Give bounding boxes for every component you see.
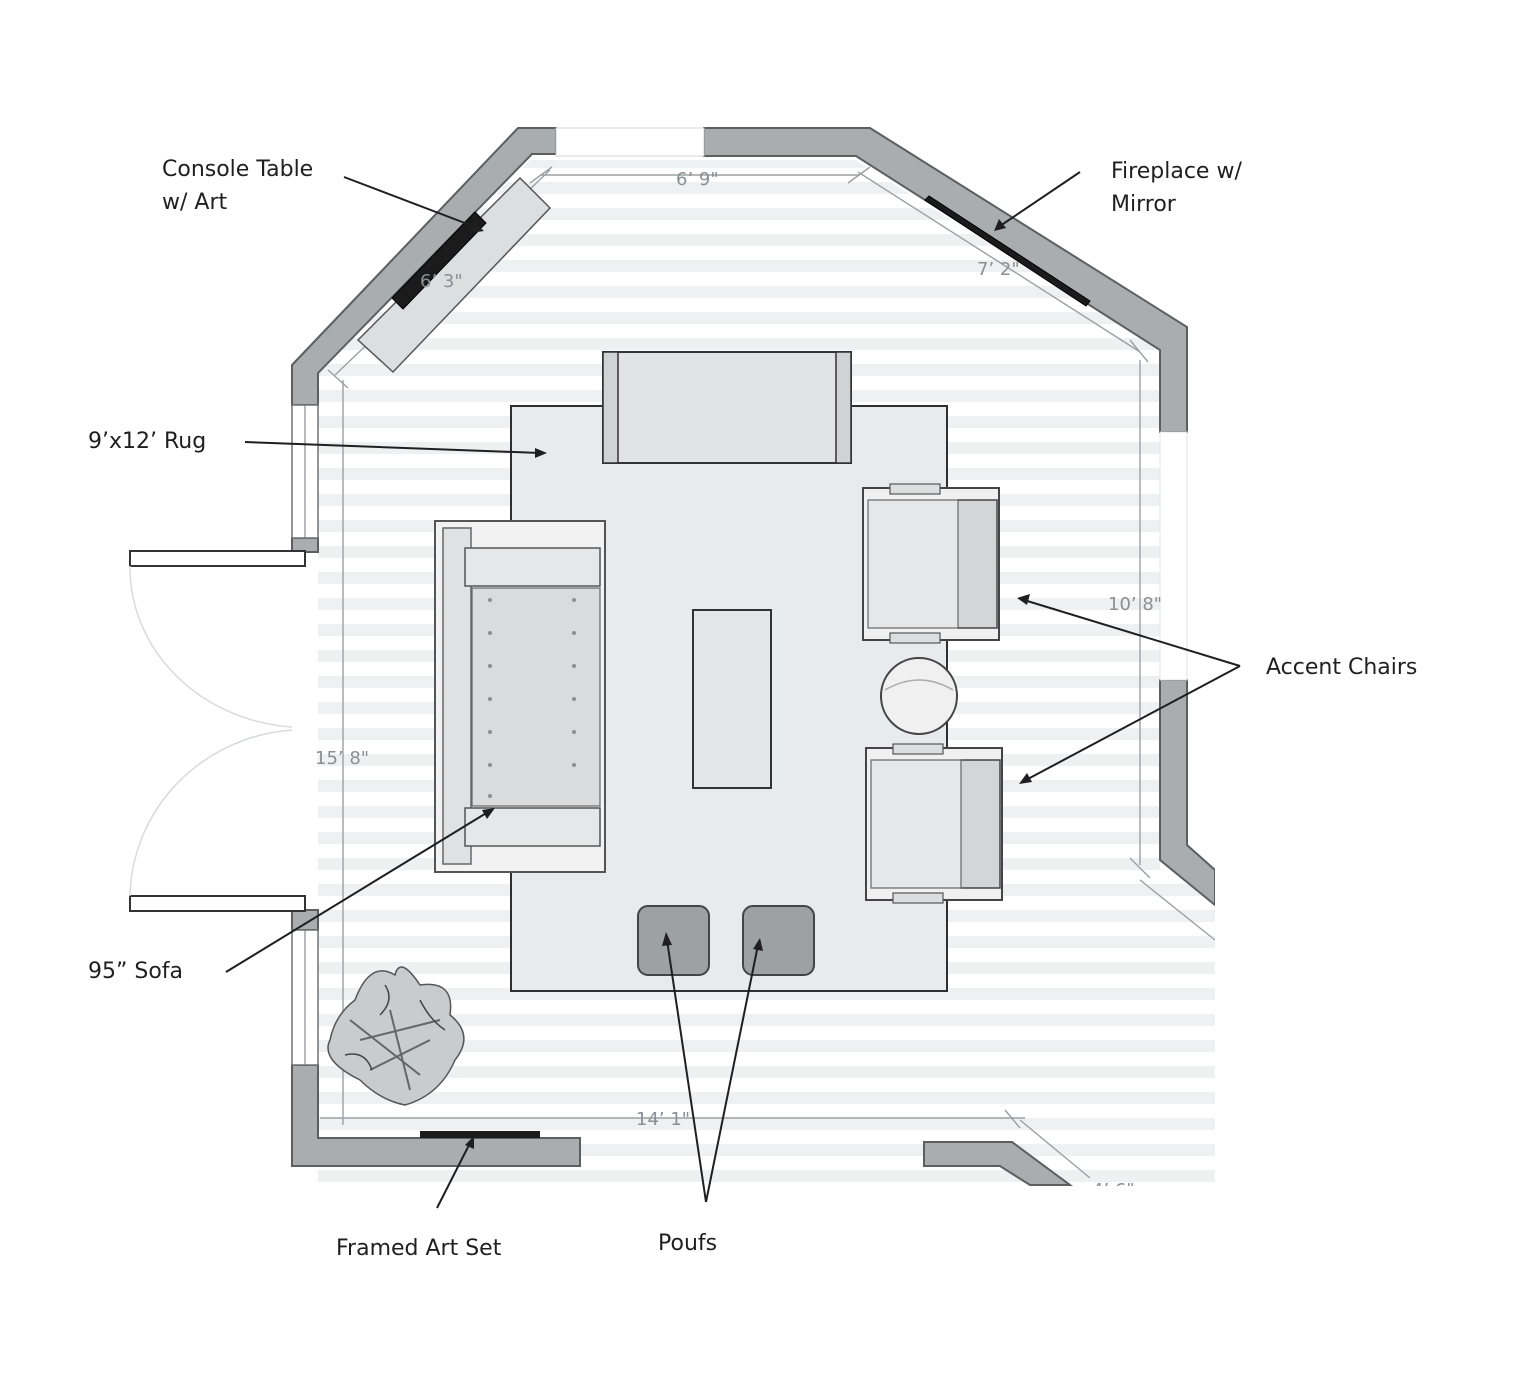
label-fireplace-line2: Mirror xyxy=(1111,192,1177,217)
label-poufs: Poufs xyxy=(658,1231,717,1256)
wall-left-lower-stub xyxy=(291,909,319,931)
window-top xyxy=(555,127,705,157)
door-swing-lower xyxy=(129,729,293,897)
door-swing-upper xyxy=(129,565,293,728)
sofa-tufting xyxy=(488,598,576,798)
windows xyxy=(291,127,1188,1066)
door-leaf-upper xyxy=(129,550,306,567)
pouf-right xyxy=(742,905,815,976)
dimension-left-wall: 15’ 8" xyxy=(315,748,369,769)
dimension-upper-right-diagonal: 7’ 2" xyxy=(977,259,1020,280)
label-console-table-line1: Console Table xyxy=(162,157,313,182)
callout-labels: Console Table w/ Art Fireplace w/ Mirror… xyxy=(88,157,1417,1261)
side-table xyxy=(880,657,958,735)
label-fireplace-line1: Fireplace w/ xyxy=(1111,159,1242,184)
label-sofa: 95” Sofa xyxy=(88,959,183,984)
dimension-right-wall: 10’ 8" xyxy=(1108,594,1162,615)
console-table xyxy=(356,176,552,374)
label-console-table-line2: w/ Art xyxy=(162,190,227,215)
leader-lines xyxy=(225,171,1241,1209)
wall-bottom-right xyxy=(923,1141,1074,1186)
accent-chair-lower xyxy=(865,743,1003,904)
pouf-left xyxy=(637,905,710,976)
framed-art-set xyxy=(420,1131,540,1138)
label-rug: 9’x12’ Rug xyxy=(88,429,206,454)
top-bench xyxy=(602,351,852,464)
french-doors xyxy=(129,550,306,912)
plant xyxy=(327,966,465,1106)
dimension-upper-left-diagonal: 6’ 3" xyxy=(420,271,463,292)
coffee-table xyxy=(692,609,772,789)
sofa xyxy=(434,520,606,873)
door-leaf-lower xyxy=(129,895,306,912)
fireplace xyxy=(924,195,1091,307)
console-art-panel xyxy=(391,211,487,310)
window-right xyxy=(1159,431,1188,681)
label-framed-art-set: Framed Art Set xyxy=(336,1236,502,1261)
fireplace-mirror xyxy=(924,195,1091,307)
dimension-top-wall: 6’ 9" xyxy=(676,169,719,190)
dimension-bottom-wall: 14’ 1" xyxy=(636,1109,690,1130)
wall-left-upper-stub xyxy=(291,537,319,553)
label-accent-chairs: Accent Chairs xyxy=(1266,655,1417,680)
accent-chair-upper xyxy=(862,483,1000,644)
